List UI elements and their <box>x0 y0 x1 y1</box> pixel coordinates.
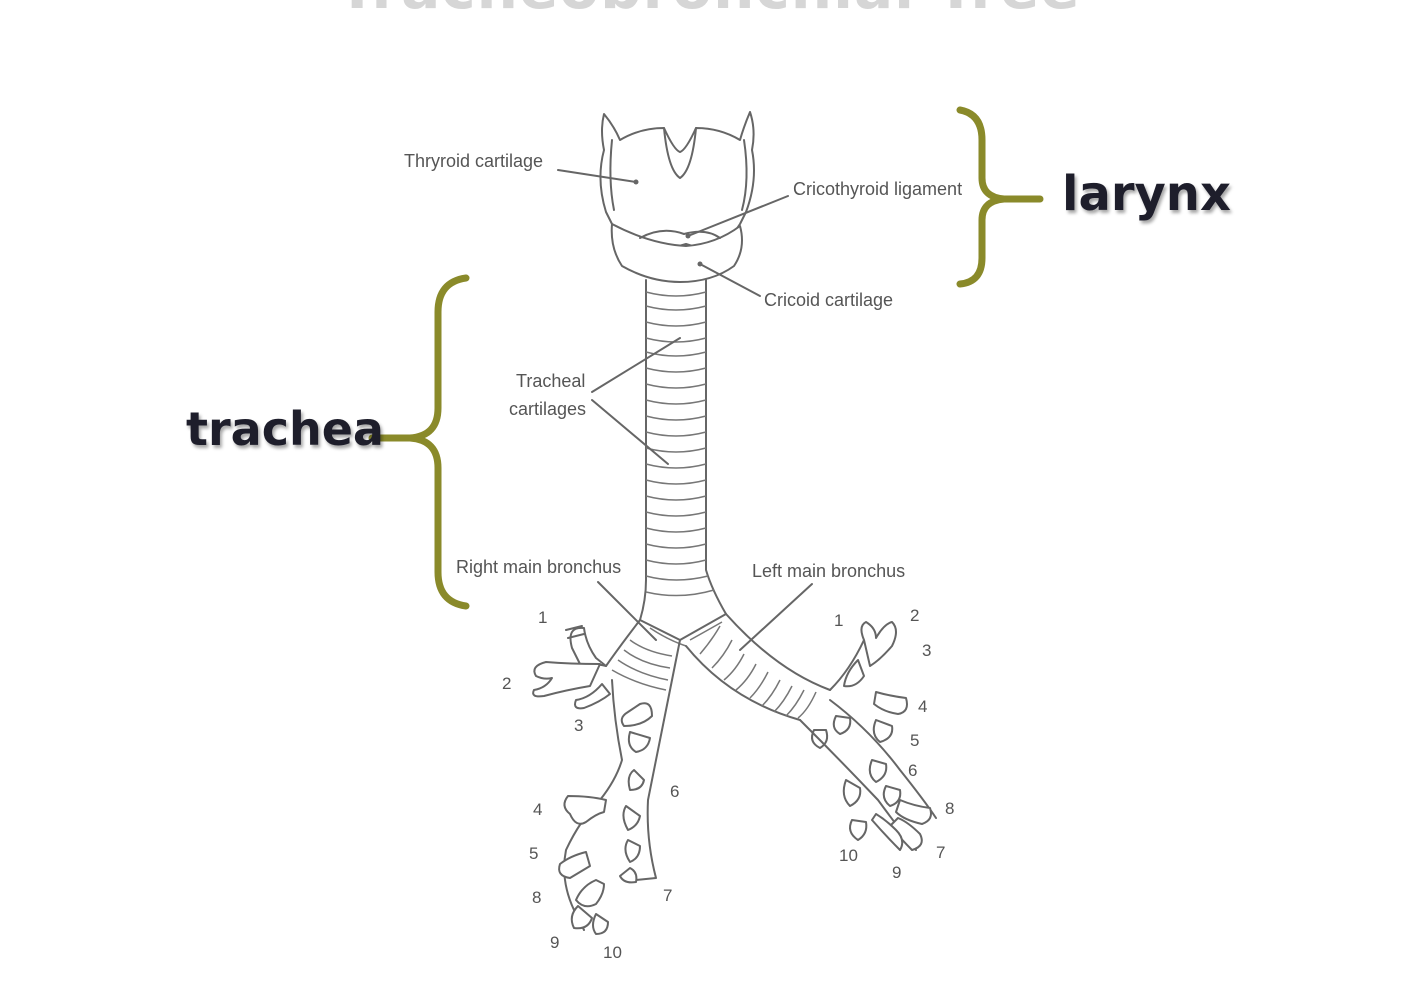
right-segment-number: 9 <box>550 933 559 952</box>
left-segment-number: 9 <box>892 863 901 882</box>
right-segment-number: 10 <box>603 943 622 962</box>
left-bronchial-tree <box>685 613 937 851</box>
right-segment-number: 2 <box>502 674 511 693</box>
right-segment-number: 7 <box>663 886 672 905</box>
right-main-bronchus-label: Right main bronchus <box>456 557 621 577</box>
cricoid-cartilage-label: Cricoid cartilage <box>764 290 893 310</box>
right-segment-number: 1 <box>538 608 547 627</box>
thyroid-cartilage-shape <box>599 111 755 249</box>
left-main-bronchus-label: Left main bronchus <box>752 561 905 581</box>
cricothyroid-ligament-label: Cricothyroid ligament <box>793 179 962 199</box>
trachea-tube <box>639 279 727 621</box>
left-segment-number: 7 <box>936 843 945 862</box>
tracheal-cartilages-label-line2: cartilages <box>509 399 586 419</box>
cricoid-cartilage-shape <box>610 223 743 283</box>
left-segment-number: 3 <box>922 641 931 660</box>
left-segment-number: 1 <box>834 611 843 630</box>
right-segment-number: 8 <box>532 888 541 907</box>
larynx-bracket <box>956 106 1044 288</box>
right-segment-number: 3 <box>574 716 583 735</box>
left-segment-number: 10 <box>839 846 858 865</box>
leader-lines <box>557 169 813 651</box>
left-segment-number: 4 <box>918 697 927 716</box>
slide-title: Tracheobronchial Tree <box>0 0 1418 22</box>
right-segment-number: 6 <box>670 782 679 801</box>
left-segment-number: 6 <box>908 761 917 780</box>
right-segment-number: 4 <box>533 800 542 819</box>
left-segment-number: 5 <box>910 731 919 750</box>
larynx-label: larynx <box>1062 166 1231 222</box>
left-segment-number: 2 <box>910 606 919 625</box>
left-segment-number: 8 <box>945 799 954 818</box>
right-segment-number: 5 <box>529 844 538 863</box>
thyroid-cartilage-label: Thryroid cartilage <box>404 151 543 171</box>
right-bronchial-tree <box>532 619 681 935</box>
trachea-label: trachea <box>186 402 384 456</box>
trachea-bracket <box>368 274 470 610</box>
tracheal-cartilages-label-line1: Tracheal <box>516 371 585 391</box>
